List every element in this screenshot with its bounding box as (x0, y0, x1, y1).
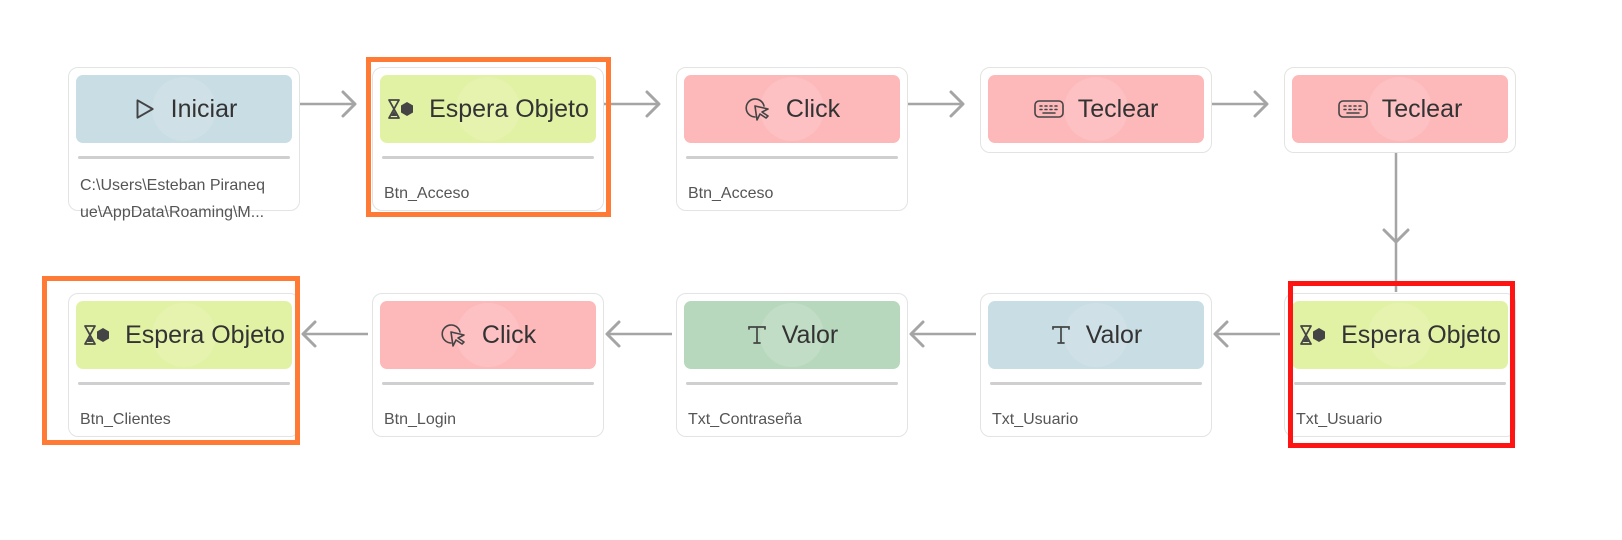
node-detail: Btn_Login (384, 411, 457, 428)
connector-8-9 (605, 320, 672, 348)
keyboard-icon (1337, 100, 1368, 118)
node-divider (990, 382, 1202, 385)
arrowhead (1382, 228, 1410, 244)
wait-object-icon (387, 98, 415, 120)
node-label: Espera Objeto (1341, 320, 1501, 349)
node-label: Espera Objeto (125, 320, 285, 349)
arrowhead (301, 320, 317, 348)
connector-7-8 (909, 320, 976, 348)
connector-4-5 (1208, 90, 1269, 118)
node-espera-objeto-btn-clientes[interactable]: Espera Objeto Btn_Clientes (68, 293, 300, 437)
text-icon (1050, 324, 1072, 346)
arrowhead (1213, 320, 1229, 348)
connector-2-3 (600, 90, 661, 118)
node-valor-txt-contrasena[interactable]: Valor Txt_Contraseña (676, 293, 908, 437)
node-label: Valor (781, 320, 839, 349)
node-divider (686, 156, 898, 159)
node-header: Valor (988, 301, 1204, 369)
wait-object-icon (1299, 324, 1327, 346)
node-label: Teclear (1381, 94, 1463, 123)
node-divider (78, 156, 290, 159)
keyboard-icon (1033, 100, 1064, 118)
node-teclear-2[interactable]: Teclear (1284, 67, 1516, 153)
node-header: Teclear (1292, 75, 1508, 143)
arrowhead (605, 320, 621, 348)
connector-1-2 (296, 90, 357, 118)
node-detail-line-2: ue\AppData\Roaming\M... (80, 204, 265, 221)
node-detail-line-1: C:\Users\Esteban Piraneq (80, 177, 265, 194)
node-detail: Txt_Usuario (992, 411, 1079, 428)
node-label: Iniciar (170, 94, 238, 123)
node-header: Espera Objeto (76, 301, 292, 369)
node-label: Teclear (1077, 94, 1159, 123)
node-header: Valor (684, 301, 900, 369)
click-icon (440, 321, 468, 349)
arrowhead (341, 90, 357, 118)
node-click-btn-acceso[interactable]: Click Btn_Acceso (676, 67, 908, 211)
node-header: Click (380, 301, 596, 369)
arrowhead (645, 90, 661, 118)
connector-9-10 (301, 320, 368, 348)
node-detail: Btn_Clientes (80, 411, 171, 428)
connector-3-4 (904, 90, 965, 118)
node-teclear-1[interactable]: Teclear (980, 67, 1212, 153)
play-icon (131, 96, 157, 122)
node-header: Teclear (988, 75, 1204, 143)
node-valor-txt-usuario[interactable]: Valor Txt_Usuario (980, 293, 1212, 437)
node-detail: C:\Users\Esteban Piraneq ue\AppData\Roam… (80, 172, 290, 226)
node-header: Click (684, 75, 900, 143)
node-divider (382, 156, 594, 159)
node-label: Valor (1085, 320, 1143, 349)
click-icon (744, 95, 772, 123)
node-header: Iniciar (76, 75, 292, 143)
node-detail: Txt_Contraseña (688, 411, 802, 428)
arrowhead (1253, 90, 1269, 118)
node-click-btn-login[interactable]: Click Btn_Login (372, 293, 604, 437)
node-espera-objeto-btn-acceso[interactable]: Espera Objeto Btn_Acceso (372, 67, 604, 211)
arrowhead (949, 90, 965, 118)
node-label: Click (785, 94, 841, 123)
node-divider (686, 382, 898, 385)
node-divider (78, 382, 290, 385)
node-header: Espera Objeto (380, 75, 596, 143)
node-header: Espera Objeto (1292, 301, 1508, 369)
node-detail: Btn_Acceso (384, 185, 470, 202)
node-label: Click (481, 320, 537, 349)
text-icon (746, 324, 768, 346)
node-espera-objeto-txt-usuario[interactable]: Espera Objeto Txt_Usuario (1284, 293, 1516, 437)
connector-5-6 (1382, 150, 1410, 244)
arrowhead (909, 320, 925, 348)
node-label: Espera Objeto (429, 94, 589, 123)
node-divider (1294, 382, 1506, 385)
wait-object-icon (83, 324, 111, 346)
node-detail: Txt_Usuario (1296, 411, 1383, 428)
connector-6-7 (1213, 320, 1280, 348)
node-detail: Btn_Acceso (688, 185, 774, 202)
node-divider (382, 382, 594, 385)
node-iniciar[interactable]: Iniciar C:\Users\Esteban Piraneq ue\AppD… (68, 67, 300, 221)
